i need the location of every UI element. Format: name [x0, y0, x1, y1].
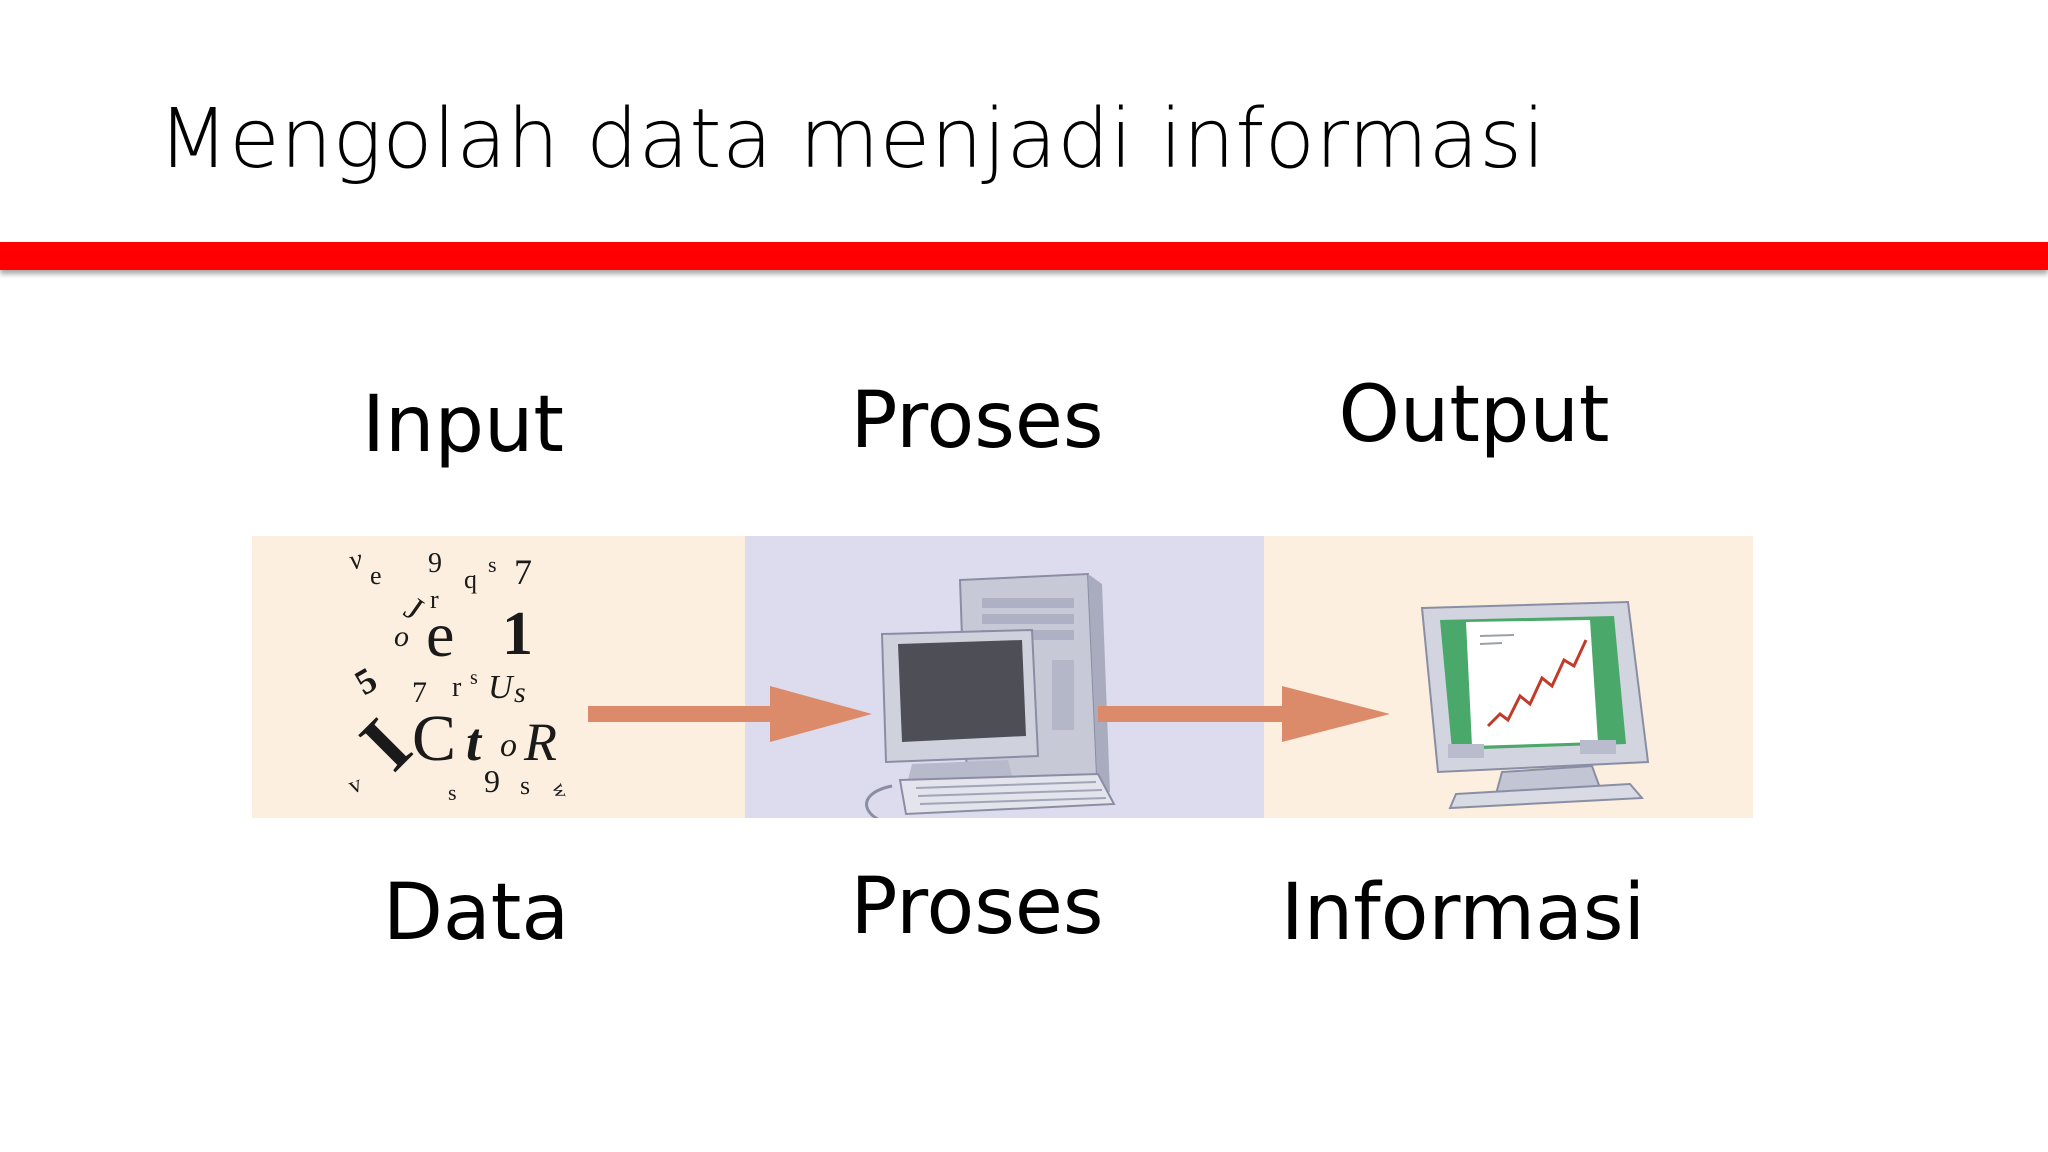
arrow-input-to-process — [588, 686, 872, 742]
glyph: s — [520, 771, 530, 800]
slide-title: Mengolah data menjadi informasi — [158, 92, 1546, 187]
glyph: 7 — [412, 676, 427, 709]
title-divider — [0, 242, 2048, 270]
input-panel — [252, 536, 745, 818]
input-label: Input — [362, 380, 564, 470]
output-label: Output — [1338, 370, 1610, 460]
glyph: R — [523, 712, 557, 772]
glyph: e — [426, 599, 454, 670]
glyph: s — [514, 676, 526, 709]
glyph: t — [466, 712, 483, 772]
glyph: C — [412, 702, 456, 775]
information-label: Informasi — [1280, 868, 1646, 958]
glyph: r — [452, 672, 462, 703]
glyph: s — [470, 667, 478, 689]
glyph: o — [394, 620, 409, 653]
process-label-bottom: Proses — [850, 862, 1104, 952]
glyph: 9 — [484, 763, 500, 799]
process-label-top: Proses — [850, 376, 1104, 466]
glyph: s — [448, 780, 457, 805]
glyph: 9 — [428, 548, 442, 579]
desktop-computer-icon — [865, 572, 1116, 818]
glyph: s — [488, 552, 497, 577]
glyph: q — [464, 565, 477, 594]
glyph: o — [500, 727, 517, 764]
monitor-chart-icon — [1420, 600, 1650, 810]
glyph: e — [370, 561, 382, 590]
data-label: Data — [382, 868, 570, 958]
glyph: 7 — [514, 552, 532, 592]
ipo-diagram: v e 9 q s 7 J r o e 1 5 7 r s U s I C t … — [252, 536, 1753, 818]
glyph: r — [430, 585, 439, 614]
glyph: 1 — [502, 600, 533, 668]
arrow-process-to-output — [1098, 686, 1390, 742]
glyph: U — [488, 669, 515, 706]
